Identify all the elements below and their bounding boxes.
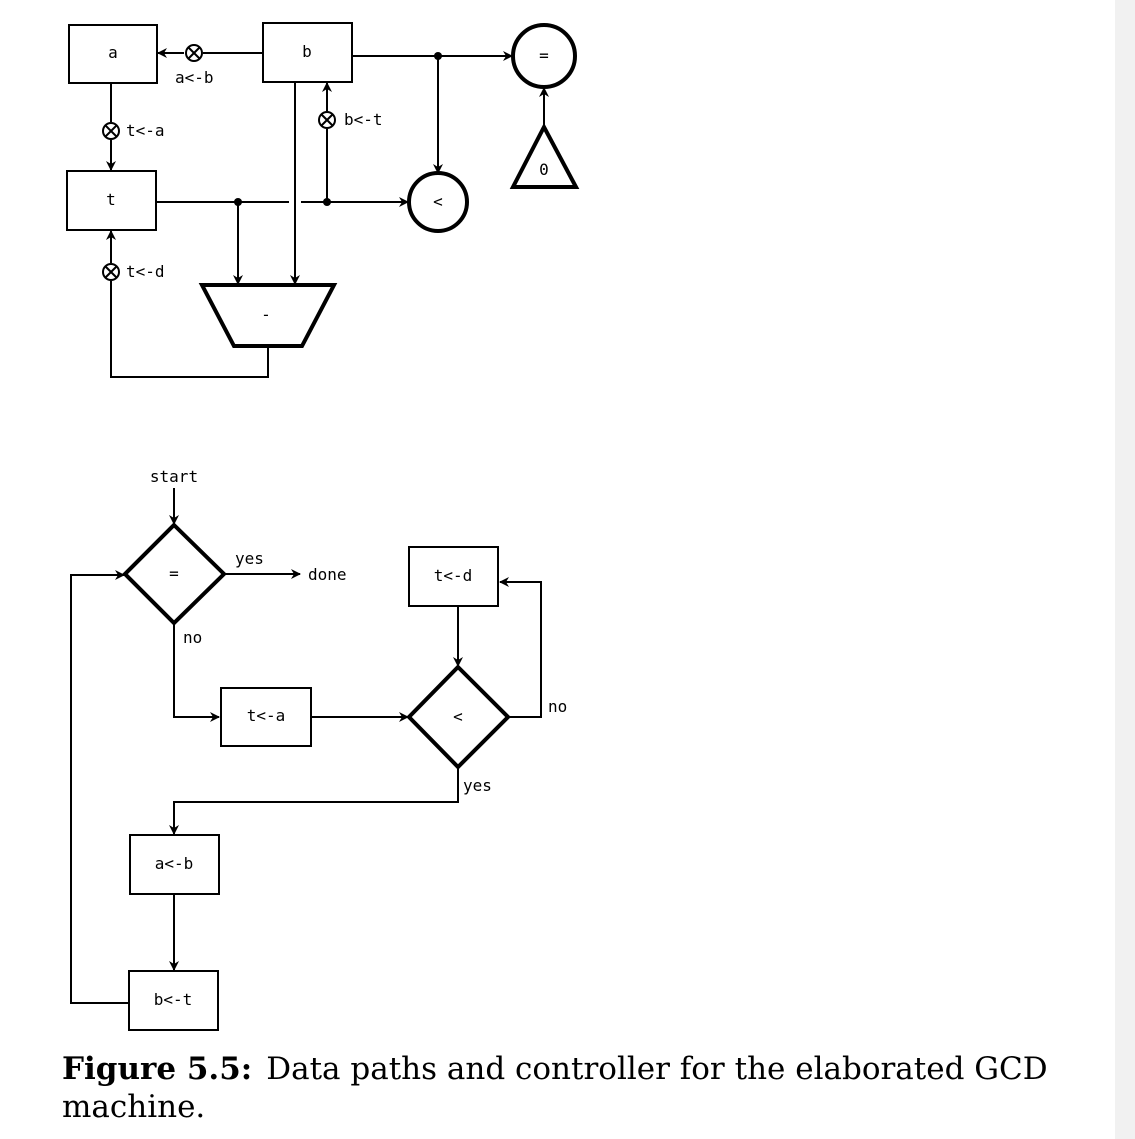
button-t-from-d-icon: [102, 263, 120, 281]
subtractor: -: [198, 283, 338, 348]
button-b-from-t-label: b<-t: [344, 110, 383, 129]
constant-zero-label: 0: [539, 160, 549, 179]
done-label: done: [308, 565, 347, 584]
button-t-from-d-label: t<-d: [126, 262, 165, 281]
button-t-from-a-icon: [102, 122, 120, 140]
start-label: start: [150, 467, 198, 486]
equality-test-diamond: =: [122, 522, 227, 626]
register-t-label: t: [106, 190, 116, 209]
constant-zero: 0: [509, 122, 580, 189]
step-t-from-a-label: t<-a: [247, 706, 286, 725]
register-a-label: a: [108, 43, 118, 62]
yes-label-equality: yes: [235, 549, 264, 568]
page-scrollbar[interactable]: [1115, 0, 1135, 1139]
less-than-operator: <: [407, 171, 469, 233]
no-label-less-than: no: [548, 697, 567, 716]
equality-operator-label: =: [539, 46, 549, 65]
button-a-from-b-label: a<-b: [175, 68, 214, 87]
less-than-operator-label: <: [433, 192, 443, 211]
less-than-test-label: <: [453, 707, 463, 726]
data-paths: a b t a<-b t<-a: [66, 22, 580, 378]
step-t-from-d-label: t<-d: [434, 566, 473, 585]
equality-operator: =: [511, 23, 577, 89]
step-a-from-b: a<-b: [129, 834, 220, 895]
less-than-test-diamond: <: [406, 664, 511, 770]
step-b-from-t: b<-t: [128, 970, 219, 1031]
figure-label: Figure 5.5:: [62, 1051, 253, 1087]
button-t-from-a-label: t<-a: [126, 121, 165, 140]
step-a-from-b-label: a<-b: [155, 854, 194, 873]
register-t: t: [66, 170, 157, 231]
register-b-label: b: [302, 42, 312, 61]
yes-label-less-than: yes: [463, 776, 492, 795]
gcd-diagram: a b t a<-b t<-a: [66, 22, 580, 1031]
register-a: a: [68, 24, 158, 84]
equality-test-label: =: [169, 564, 179, 583]
step-b-from-t-label: b<-t: [154, 990, 193, 1009]
button-b-from-t-icon: [318, 111, 336, 129]
no-label-equality: no: [183, 628, 202, 647]
controller: start = yes done no t<-a < no t<-d: [70, 467, 567, 1031]
step-t-from-d: t<-d: [408, 546, 499, 607]
step-t-from-a: t<-a: [220, 687, 312, 747]
register-b: b: [262, 22, 353, 83]
figure-caption-text: Data paths and controller for the elabor…: [62, 1051, 1048, 1125]
button-a-from-b-icon: [185, 44, 203, 62]
figure-caption: Figure 5.5:Data paths and controller for…: [62, 1050, 1062, 1126]
subtractor-label: -: [261, 305, 271, 324]
